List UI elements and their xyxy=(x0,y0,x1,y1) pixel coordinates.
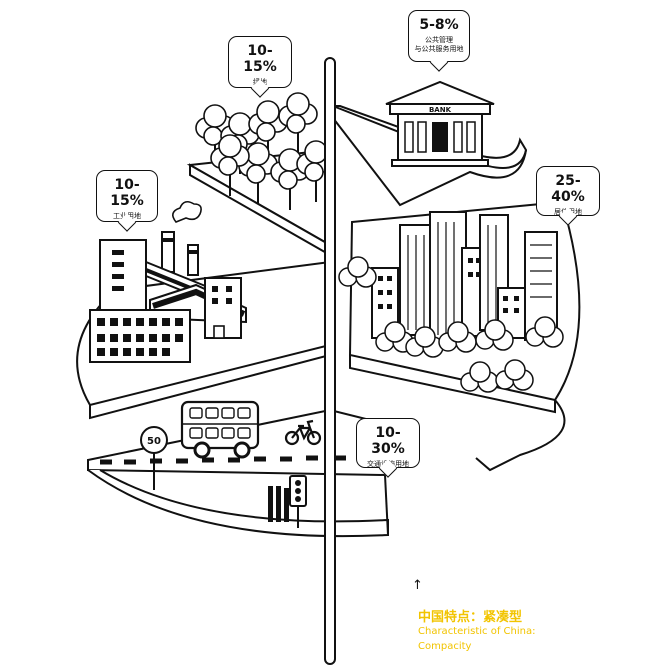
crosswalk xyxy=(268,486,289,522)
bicycle xyxy=(284,419,322,446)
caption-title-zh: 中国特点：紧凑型 xyxy=(418,610,523,625)
caption-title-en-1: Characteristic of China: xyxy=(418,626,536,637)
label-public-service: 5-8% 公共管理 与公共服务用地 xyxy=(408,10,470,62)
traffic-light xyxy=(289,475,307,528)
caption-arrow-icon: ↑ xyxy=(412,578,423,593)
transport-percent: 10-30% xyxy=(371,425,405,457)
label-transport: 10-30% 交通设施用地 xyxy=(356,418,420,468)
label-green-space: 10-15% 绿地 xyxy=(228,36,292,88)
speed-limit-sign: 50 xyxy=(140,426,168,490)
double-decker-bus xyxy=(180,400,260,459)
public-service-label-2: 与公共服务用地 xyxy=(414,45,464,53)
central-pole xyxy=(324,57,336,665)
label-industrial: 10-15% 工业用地 xyxy=(96,170,158,222)
label-residential: 25-40% 居住用地 xyxy=(536,166,600,216)
public-service-label: 公共管理 xyxy=(425,36,453,44)
public-service-slab: BANK xyxy=(332,80,528,207)
speed-limit-text: 50 xyxy=(147,436,161,447)
caption-title-en-2: Compacity xyxy=(418,641,472,652)
industrial-percent: 10-15% xyxy=(110,177,144,209)
green-space-percent: 10-15% xyxy=(243,43,277,75)
transport-slab: 50 xyxy=(87,400,391,538)
industrial-label: 工业用地 xyxy=(113,212,141,220)
green-space-slab xyxy=(186,92,336,257)
residential-slab xyxy=(338,200,581,472)
residential-percent: 25-40% xyxy=(551,173,585,205)
public-service-percent: 5-8% xyxy=(419,17,459,33)
transport-label: 交通设施用地 xyxy=(367,460,409,468)
bank-building: BANK xyxy=(385,80,495,167)
factory xyxy=(89,200,247,363)
green-space-label: 绿地 xyxy=(253,78,267,86)
residential-label: 居住用地 xyxy=(554,208,582,216)
industrial-slab xyxy=(76,200,331,420)
bank-sign: BANK xyxy=(429,106,452,114)
